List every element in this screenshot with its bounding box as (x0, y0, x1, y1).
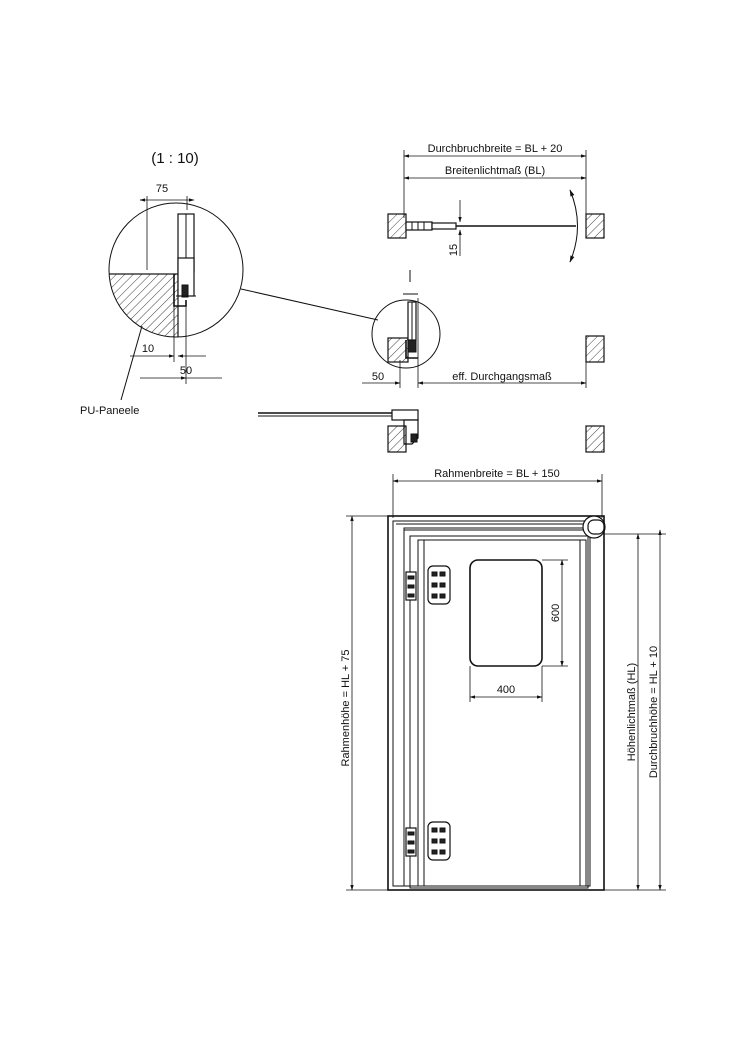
plan-opening-width-label: Durchbruchbreite = BL + 20 (428, 143, 563, 155)
plan-open-door (258, 409, 605, 453)
window-width-label: 400 (497, 684, 515, 696)
plan-detail-circle (371, 299, 441, 369)
detail-view: (1 : 10) 75 10 (80, 150, 379, 417)
frame-height-label: Rahmenhöhe = HL + 75 (340, 649, 352, 766)
detail-dim-75: 75 (139, 183, 195, 270)
plan-depth-label: 15 (448, 244, 460, 256)
detail-dim-50: 50 (140, 306, 222, 384)
detail-dim-10: 10 (130, 306, 206, 362)
door-frame-outer (387, 515, 605, 891)
door-window (469, 559, 543, 667)
plan-wall-right (585, 213, 605, 239)
plan-passage-label: eff. Durchgangsmaß (452, 371, 552, 383)
hinge-bottom (405, 821, 451, 861)
window-height-label: 600 (550, 604, 562, 622)
elev-dim-window-width: 400 (469, 666, 543, 702)
detail-contents (109, 213, 196, 337)
scale-label: (1 : 10) (151, 150, 199, 167)
detail-dim-75-label: 75 (156, 183, 168, 195)
detail-wall (109, 273, 179, 337)
elev-dim-window-height: 600 (542, 559, 568, 667)
opening-height-label: Durchbruchhöhe = HL + 10 (648, 646, 660, 778)
plan-clear-width-label: Breitenlichtmaß (BL) (445, 165, 545, 177)
elevation-view: Rahmenbreite = BL + 150 (340, 468, 666, 891)
clear-height-label: Höhenlichtmaß (HL) (626, 663, 638, 761)
elev-frame-width-label: Rahmenbreite = BL + 150 (434, 468, 560, 480)
plan-dim-clear-width: Breitenlichtmaß (BL) (403, 165, 587, 180)
plan-swing-arc (569, 189, 578, 263)
elev-dim-opening-height: Durchbruchhöhe = HL + 10 (648, 529, 662, 891)
plan-wall-left (387, 213, 407, 239)
plan-side-dim-label: 50 (372, 371, 384, 383)
detail-dim-50-label: 50 (180, 365, 192, 377)
elev-dim-clear-height: Höhenlichtmaß (HL) (600, 533, 666, 891)
detail-connector (240, 288, 379, 321)
pu-leader (120, 325, 143, 401)
plan-wall-right-2 (585, 335, 605, 363)
pu-label: PU-Paneele (80, 405, 139, 417)
detail-frame (173, 274, 187, 307)
plan-dim-opening-width: Durchbruchbreite = BL + 20 (403, 143, 587, 218)
plan-hinge (405, 221, 433, 231)
plan-dim-passage: 50 eff. Durchgangsmaß (362, 360, 587, 388)
door-leaf (417, 539, 587, 887)
detail-dim-10-label: 10 (142, 343, 154, 355)
elev-dim-frame-width: Rahmenbreite = BL + 150 (392, 468, 603, 518)
plan-view: Durchbruchbreite = BL + 20 Breitenlichtm… (258, 143, 605, 453)
hinge-top (405, 565, 451, 605)
elev-dim-frame-height: Rahmenhöhe = HL + 75 (340, 515, 388, 891)
